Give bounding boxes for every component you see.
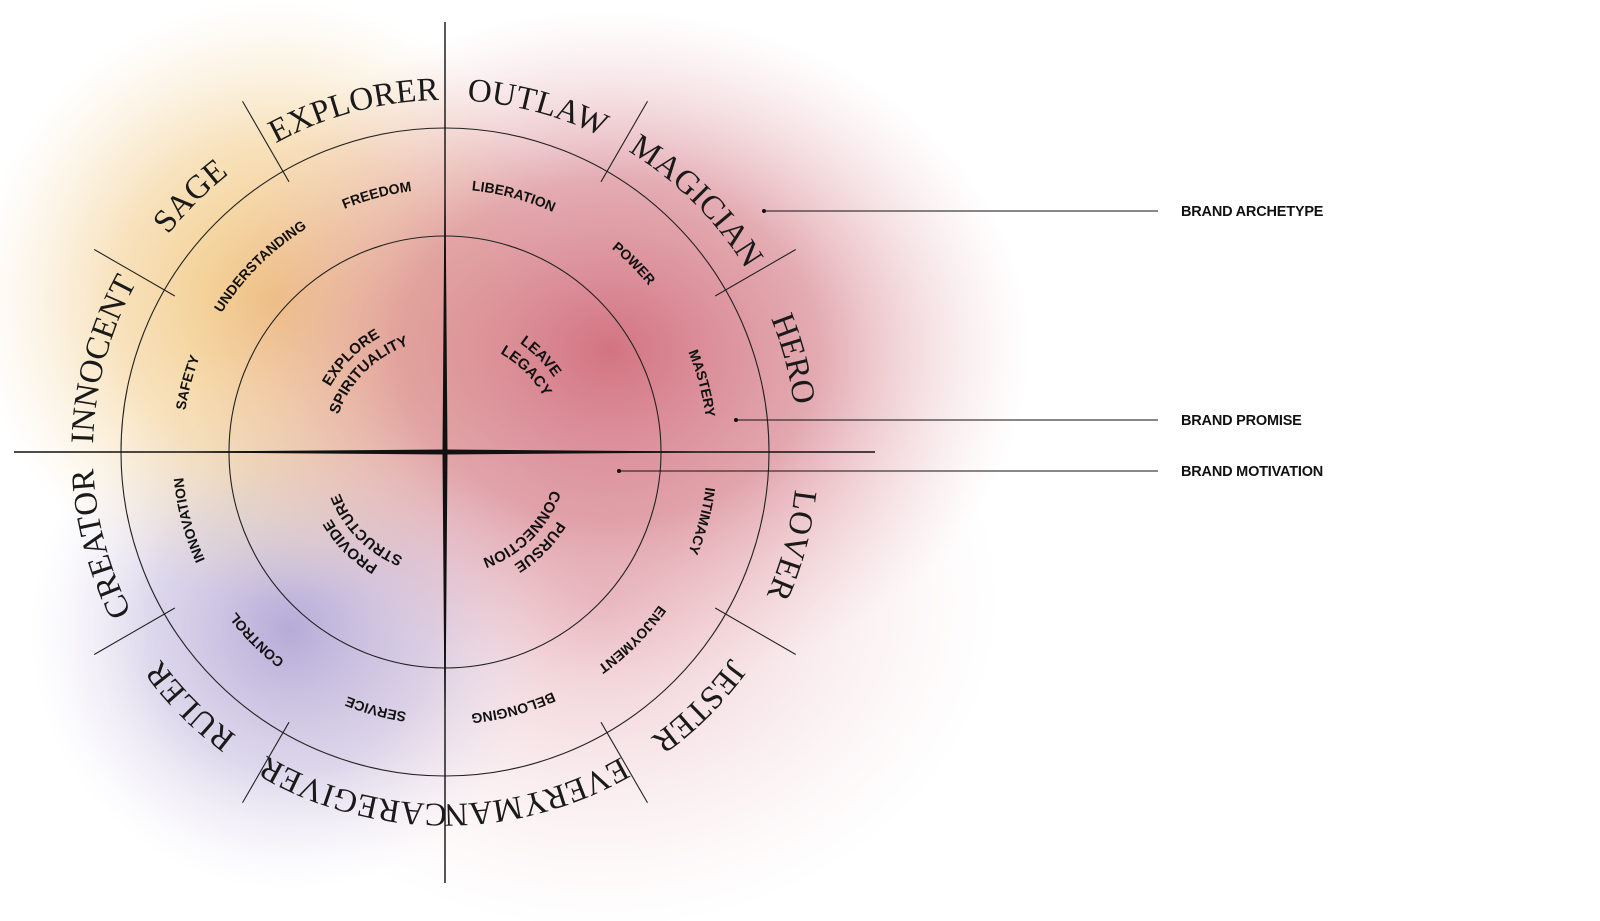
legend-callouts: BRAND ARCHETYPE BRAND PROMISE BRAND MOTIVA…	[617, 204, 1324, 480]
vertical-axis-emphasis	[442, 130, 448, 775]
background-gradients	[0, 0, 1030, 921]
archetype-divider	[242, 721, 290, 804]
legend-promise: BRAND PROMISE	[1181, 413, 1302, 429]
red-glow	[190, 10, 1030, 690]
legend-archetype: BRAND ARCHETYPE	[1181, 204, 1324, 220]
wheel-structure	[14, 22, 875, 883]
archetype-divider	[600, 721, 648, 804]
archetype-divider	[714, 249, 797, 297]
archetype-divider	[93, 249, 176, 297]
archetype-divider	[93, 607, 176, 655]
archetype-divider	[600, 100, 648, 183]
archetype-divider	[714, 607, 797, 655]
archetype-divider	[242, 100, 290, 183]
legend-motivation: BRAND MOTIVATION	[1181, 464, 1323, 480]
